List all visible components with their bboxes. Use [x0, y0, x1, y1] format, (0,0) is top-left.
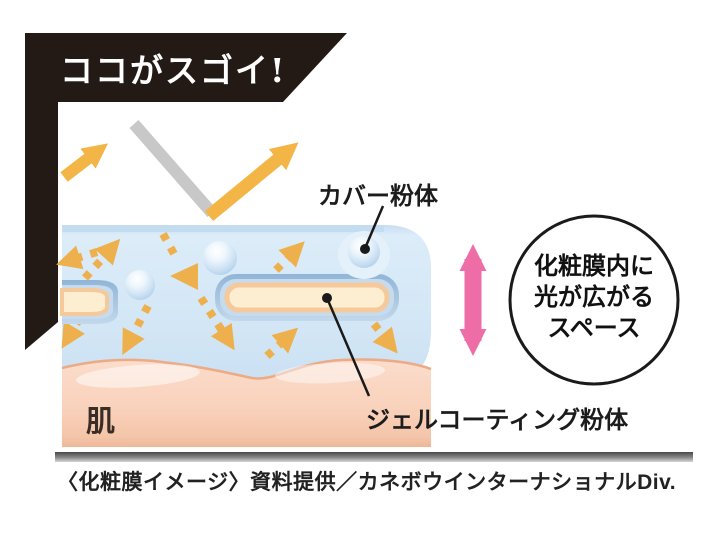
scatter-arrowhead-icon	[170, 263, 198, 290]
gel-coating-powder-label: ジェルコーティング粉体	[366, 407, 629, 434]
scatter-arrow-icon	[370, 321, 398, 354]
gel-powder-pointer-line	[325, 297, 371, 397]
circle-note: 化粧膜内に 光が広がる スペース	[510, 251, 678, 344]
circle-note-line-1: 化粧膜内に	[534, 253, 654, 280]
cover-powder-pointer-line	[364, 205, 385, 247]
cover-powder-sphere-icon	[203, 241, 237, 275]
reflected-light-arrow-icon	[204, 142, 299, 222]
skin-label: 肌	[86, 406, 116, 438]
annotation-circle	[508, 214, 680, 386]
banner-corner-bar	[25, 33, 58, 350]
gel-powder-left-core	[60, 288, 109, 316]
cover-powder-label: カバー粉体	[318, 183, 438, 210]
skin-top-edge	[61, 358, 432, 380]
film-top-edge	[62, 225, 384, 232]
small-reflect-arrow-icon	[60, 143, 109, 182]
skin-highlight	[76, 364, 200, 388]
scattered-light-arrows	[56, 232, 398, 359]
cover-powder-pointer-dot	[360, 244, 370, 254]
cover-powder-sphere-icon	[125, 270, 155, 300]
scatter-arrow-icon	[264, 327, 299, 359]
incoming-light-ray-icon	[129, 120, 217, 217]
scatter-arrow-icon	[56, 245, 99, 270]
banner-flag	[25, 33, 347, 102]
banner-title: ココがスゴイ!	[60, 51, 287, 90]
circle-note-line-3: スペース	[547, 315, 641, 342]
divider-shadow-bar	[55, 452, 693, 462]
scatter-arrow-icon	[122, 304, 152, 355]
gel-powder-pointer-dot	[322, 293, 332, 303]
gel-powder-center-core	[224, 282, 390, 313]
scatter-arrow-icon	[273, 241, 305, 273]
circle-note-line-2: 光が広がる	[534, 284, 654, 311]
scatter-dots-icon	[159, 232, 182, 263]
scatter-arrow-icon	[82, 238, 121, 281]
source-caption: 〈化粧膜イメージ〉資料提供／カネボウインターナショナルDiv.	[57, 471, 677, 494]
